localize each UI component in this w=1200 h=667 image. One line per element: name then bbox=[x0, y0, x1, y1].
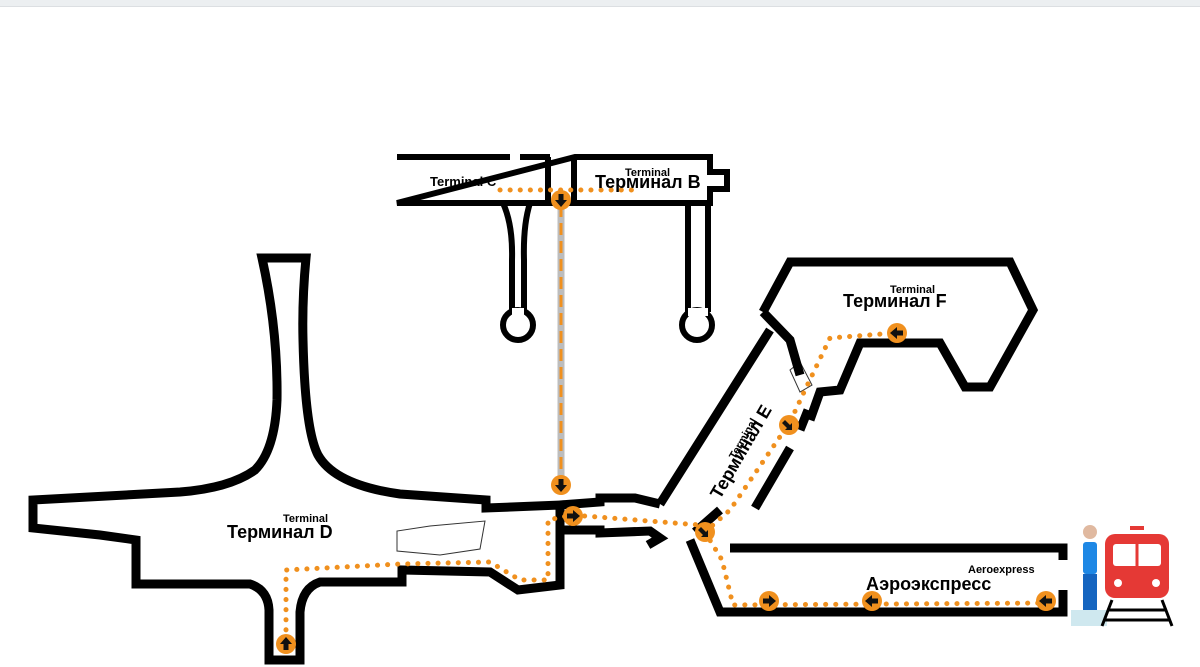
walking-route bbox=[283, 187, 1051, 643]
arrow-down-icon bbox=[782, 420, 792, 430]
marker-junction bbox=[695, 522, 715, 542]
arrow-left-icon bbox=[865, 595, 878, 607]
corridor-d-e bbox=[559, 493, 669, 549]
train-icon bbox=[1100, 526, 1174, 627]
terminal-b-label-ru: Терминал В bbox=[595, 172, 701, 192]
marker-d-up bbox=[276, 634, 296, 654]
arrow-left-icon bbox=[1039, 595, 1052, 607]
terminal-d-label-en: Terminal bbox=[283, 513, 328, 525]
marker-cb-down bbox=[551, 190, 571, 210]
terminal-f-building bbox=[759, 257, 1039, 422]
terminal-b-label-en: Terminal bbox=[625, 167, 670, 179]
arrow-up-icon bbox=[280, 637, 292, 650]
marker-d-down bbox=[551, 475, 571, 495]
arrow-down-icon bbox=[555, 479, 567, 492]
arrow-left-icon bbox=[890, 327, 903, 339]
terminal-e-building bbox=[656, 327, 1068, 617]
terminal-f-label-ru: Терминал F bbox=[843, 291, 947, 311]
arrow-right-icon bbox=[763, 595, 776, 607]
person-icon bbox=[1071, 525, 1107, 626]
aeroexpress-label-en: Aeroexpress bbox=[968, 564, 1035, 576]
terminal-c-b-building bbox=[396, 154, 730, 343]
marker-f bbox=[887, 323, 907, 343]
arrow-right-icon bbox=[567, 510, 580, 522]
marker-ae-2 bbox=[862, 591, 882, 611]
terminal-f-label-en: Terminal bbox=[890, 284, 935, 296]
terminal-c-label: Terminal C bbox=[430, 174, 497, 189]
marker-ae-1 bbox=[759, 591, 779, 611]
marker-d-right bbox=[563, 506, 583, 526]
marker-ae-3 bbox=[1036, 591, 1056, 611]
terminal-d-building bbox=[28, 253, 565, 665]
marker-e bbox=[779, 415, 799, 435]
top-bar bbox=[0, 0, 1200, 7]
terminal-d-label-ru: Терминал D bbox=[227, 522, 333, 542]
arrow-down-icon bbox=[555, 194, 567, 207]
arrow-down-icon bbox=[698, 527, 708, 537]
aeroexpress-label-ru: Аэроэкспресс bbox=[866, 574, 991, 594]
